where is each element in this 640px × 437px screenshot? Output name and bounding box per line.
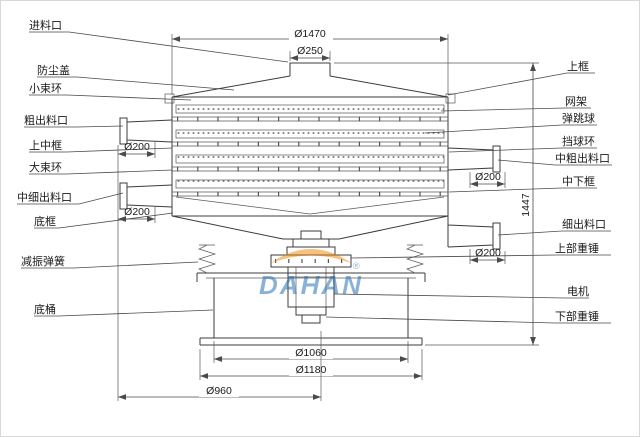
label-mid-fine-outlet: 中细出料口 [17, 190, 72, 204]
leader-damping-spring [21, 261, 199, 269]
label-dust-cover: 防尘盖 [37, 63, 70, 77]
label-fine-outlet: 细出料口 [562, 217, 606, 231]
leader-small-clamp [29, 94, 192, 101]
leader-coarse-outlet [24, 125, 124, 128]
leader-fine-outlet [497, 230, 611, 236]
base-assembly [196, 244, 426, 346]
leader-ball-ring [448, 147, 597, 153]
label-mesh-frame: 网架 [565, 95, 587, 108]
label-bottom-frame: 底框 [34, 214, 56, 228]
label-mid-coarse-outlet: 中粗出料口 [555, 151, 610, 165]
dust-cover-lid [171, 75, 449, 98]
label-large-clamp: 大束环 [29, 160, 62, 174]
base-flange [199, 337, 423, 346]
dimensions: Ø1470 Ø250 Ø200 Ø200 Ø200 Ø200 1447 Ø106… [117, 27, 539, 401]
feed-inlet [289, 62, 331, 76]
base-barrel [213, 278, 409, 338]
fine-outlet-pipe [447, 216, 494, 248]
leader-bouncing-ball [424, 124, 597, 134]
dim-outlet-left-lower: Ø200 [124, 206, 150, 218]
coarse-outlet-pipe [126, 119, 173, 143]
small-clamp-left [164, 93, 175, 104]
dim-inlet: Ø250 [297, 45, 323, 57]
label-coarse-outlet: 粗出料口 [24, 113, 68, 127]
dim-outlet-left-upper: Ø200 [124, 141, 150, 153]
label-feed-inlet: 进料口 [29, 18, 62, 32]
lower-weight [295, 306, 327, 316]
leader-mid-coarse-outlet [497, 159, 612, 166]
registered-mark: ® [353, 261, 360, 271]
bottom-frame-vee [175, 196, 445, 215]
leader-base-barrel [34, 309, 214, 317]
leader-mesh-frame [440, 107, 591, 112]
leader-bottom-frame [34, 212, 174, 229]
label-upper-mid-frame: 上中框 [29, 139, 62, 152]
outlet-pipes [119, 117, 501, 250]
small-clamp-right [445, 93, 456, 104]
label-upper-weight: 上部重锤 [555, 241, 599, 255]
label-damping-spring: 减振弹簧 [21, 254, 65, 268]
label-mid-lower-frame: 中下框 [562, 175, 595, 188]
dim-outlet-right-upper: Ø200 [475, 171, 501, 183]
label-motor: 电机 [567, 284, 589, 298]
leader-upper-frame [447, 72, 595, 96]
label-bouncing-ball: 弹跳球 [562, 111, 595, 125]
machine-drawing [119, 62, 501, 346]
leader-mid-lower-frame [448, 187, 597, 193]
leader-mid-fine-outlet [17, 192, 124, 205]
watermark-swoosh [271, 249, 351, 263]
dim-overall-height: 1447 [520, 193, 532, 217]
dim-base-bottom: Ø960 [206, 385, 232, 397]
mid-fine-outlet-pipe [126, 184, 173, 208]
bottom-cone [171, 215, 449, 240]
dim-base-inner: Ø1060 [295, 347, 327, 359]
leader-lower-weight [325, 316, 611, 324]
label-lower-weight: 下部重锤 [555, 309, 599, 323]
dim-base-outer: Ø1180 [296, 364, 327, 376]
leader-upper-mid-frame [29, 147, 173, 153]
leader-lines [17, 31, 612, 324]
leader-dust-cover [37, 76, 235, 91]
damping-spring-left [197, 244, 217, 274]
brand-watermark: DAHAN ® [259, 249, 363, 300]
motor-cap [300, 230, 322, 240]
leader-large-clamp [29, 169, 173, 175]
label-small-clamp: 小束环 [29, 82, 62, 95]
leader-motor [333, 293, 589, 299]
label-upper-frame: 上框 [567, 60, 589, 73]
watermark-text: DAHAN [259, 270, 363, 300]
damping-spring-right [405, 244, 425, 274]
screen-decks [172, 104, 448, 215]
base-top-plate [196, 272, 426, 282]
label-ball-ring: 挡球环 [562, 134, 595, 148]
upper-weight [292, 238, 330, 248]
dim-outlet-right-lower: Ø200 [475, 247, 501, 259]
dim-top-width: Ø1470 [294, 28, 326, 40]
label-base-barrel: 底桶 [34, 302, 56, 316]
leader-feed-inlet [29, 31, 289, 63]
part-labels: 进料口 防尘盖 小束环 粗出料口 上中框 大束环 中细出料口 底框 减振弹簧 底… [17, 18, 610, 323]
leader-upper-weight [350, 254, 611, 259]
